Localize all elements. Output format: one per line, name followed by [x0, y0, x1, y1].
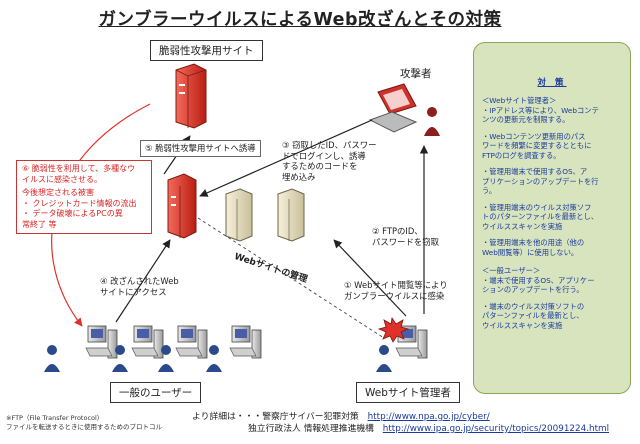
step2-note: ② FTPのID、 パスワードを窃取: [372, 226, 439, 247]
page-title: ガンブラーウイルスによるWeb改ざんとその対策: [98, 10, 502, 30]
countermeasure-item: ・端末のウイルス対策ソフトの パターンファイルを最新とし、 ウイルススキャンを実…: [482, 301, 585, 330]
countermeasure-item: ・管理用端末を他の用途（他の Web閲覧等）に使用しない。: [482, 238, 585, 257]
step6-damage-2: ・ データ破壊によるPCの異 常終了 等: [22, 209, 123, 229]
step6-callout: ⑥ 脆弱性を利用して、多種なウ イルスに感染させる。 今後想定される被害 ・ ク…: [16, 160, 152, 234]
step6-text: ⑥ 脆弱性を利用して、多種なウ イルスに感染させる。: [22, 164, 136, 184]
user-pc-icon: [229, 325, 262, 359]
countermeasure-item: ＜一般ユーザー＞ ・端末で使用するOS、アプリケー ションのアップデートを行う。: [482, 266, 595, 294]
step6-damage-1: ・ クレジットカード情報の流出: [22, 198, 137, 208]
admin-person-icon: [376, 345, 392, 372]
more-info-text: より詳細は・・・警察庁サイバー犯罪対策: [192, 412, 359, 422]
web-server-icon: [225, 188, 253, 242]
user-pc-icon: [85, 325, 118, 359]
attacker-laptop-icon: [368, 83, 418, 133]
attacker-label: 攻撃者: [400, 66, 432, 81]
ftp-note: ※FTP（File Transfer Protocol） ファイルを転送するとき…: [6, 414, 162, 431]
reference-info: より詳細は・・・警察庁サイバー犯罪対策 http://www.npa.go.jp…: [192, 411, 609, 435]
countermeasure-item: ＜Webサイト管理者＞ ・IPアドレス等により、Webコンテ ンツの更新元を制限…: [482, 96, 599, 124]
infection-burst-icon: [377, 316, 410, 343]
countermeasure-item: ・Webコンテンツ更新用のパス ワードを頻繁に変更するとともに FTPのログを調…: [482, 131, 592, 160]
ipa-org-text: 独立行政法人 情報処理推進機構: [248, 424, 374, 434]
web-admin-label: Webサイト管理者: [356, 382, 460, 403]
attack-server-icon: [175, 63, 207, 129]
countermeasures-list: ＜Webサイト管理者＞ ・IPアドレス等により、Webコンテ ンツの更新元を制限…: [474, 96, 630, 330]
arrow-step4: [115, 239, 171, 323]
arrow-step1: [333, 239, 407, 317]
user-person-icon: [44, 345, 60, 372]
user-pc-icon: [131, 325, 164, 359]
user-person-icon: [158, 345, 174, 372]
ftp-footnote: ※FTP（File Transfer Protocol） ファイルを転送するとき…: [6, 414, 162, 432]
dashed-management-link: [197, 217, 385, 339]
step1-note: ① Webサイト閲覧等により ガンブラーウイルスに感染: [344, 280, 448, 301]
step3-note: ③ 窃取したID、パスワー ドでログインし、誘導 するためのコードを 埋め込み: [282, 140, 377, 182]
arrow-step3: [199, 119, 373, 197]
ipa-link[interactable]: http://www.ipa.go.jp/security/topics/200…: [382, 424, 610, 434]
compromised-server-icon: [167, 173, 197, 239]
user-person-icon: [112, 345, 128, 372]
admin-pc-icon: [395, 325, 428, 359]
countermeasure-item: ・管理用端末のウイルス対策ソフ トのパターンファイルを最新とし、 ウイルススキャ…: [482, 202, 599, 231]
attacker-person-icon: [424, 107, 440, 136]
web-server-icon: [277, 188, 305, 242]
user-pc-icon: [175, 325, 208, 359]
step6-damage-head: 今後想定される被害: [22, 188, 94, 197]
countermeasure-item: ・管理用端末で使用するOS、ア プリケーションのアップデートを行 う。: [482, 167, 599, 195]
attack-site-label: 脆弱性攻撃用サイト: [150, 40, 263, 61]
step4-note: ④ 改ざんされたWeb サイトにアクセス: [100, 276, 179, 297]
npa-link[interactable]: http://www.npa.go.jp/cyber/: [367, 412, 490, 422]
countermeasures-title: 対 策: [537, 78, 567, 88]
user-person-icon: [206, 345, 222, 372]
general-users-label: 一般のユーザー: [110, 382, 202, 403]
step5-note: ⑤ 脆弱性攻撃用サイトへ誘導: [140, 140, 261, 157]
countermeasures-panel: 対 策 ＜Webサイト管理者＞ ・IPアドレス等により、Webコンテ ンツの更新…: [473, 42, 631, 394]
